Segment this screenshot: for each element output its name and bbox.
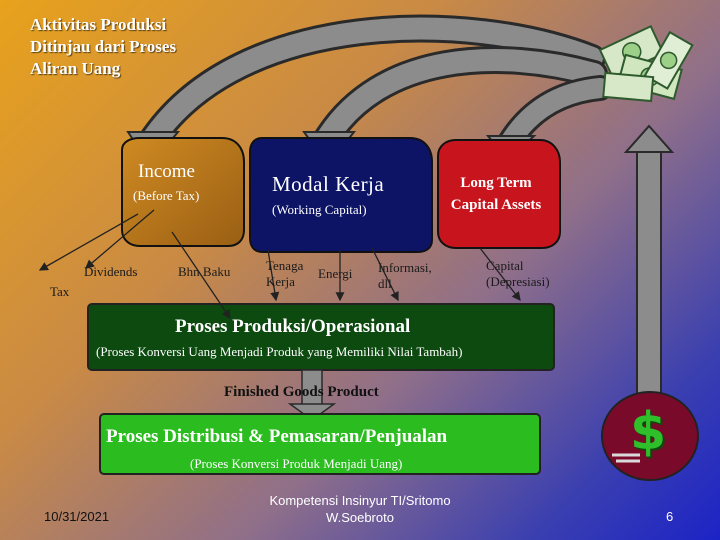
arrow-bhn-baku	[171, 231, 231, 320]
tenaga-kerja-label: Tenaga Kerja	[266, 258, 303, 290]
page-number: 6	[666, 509, 674, 524]
footer-author-line: Kompetensi Insinyur TI/Sritomo	[269, 493, 451, 508]
distribution-title: Proses Distribusi & Pemasaran/Penjualan	[106, 426, 448, 447]
long-term-line: Long Term	[460, 175, 532, 191]
capital-line: (Depresiasi)	[486, 274, 550, 289]
title-line: Ditinjau dari Proses	[30, 37, 177, 56]
arrow-tenaga-kerja	[267, 249, 280, 302]
modal-kerja-sublabel: (Working Capital)	[272, 202, 367, 217]
long-term-line: Capital Assets	[450, 197, 542, 213]
upward-arrow	[623, 124, 675, 399]
footer-date: 10/31/2021	[44, 509, 110, 524]
modal-kerja-box	[249, 137, 433, 253]
energi-label: Energi	[318, 266, 353, 281]
distribution-box	[99, 413, 541, 475]
footer-author: Kompetensi Insinyur TI/Sritomo W.Soebrot…	[250, 492, 470, 526]
dollar-sign-icon: $	[630, 402, 667, 462]
arrow-informasi	[371, 247, 399, 302]
title-line: Aliran Uang	[30, 59, 121, 78]
page-title: Aktivitas Produksi Ditinjau dari Proses …	[30, 14, 230, 80]
footer-author-line: W.Soebroto	[326, 510, 394, 525]
arrow-dividends	[85, 209, 155, 269]
tax-label: Tax	[50, 284, 70, 299]
informasi-label: Informasi, dll	[378, 260, 432, 292]
arrow-capital	[479, 247, 521, 302]
bhn-baku-label: Bhn Baku	[178, 264, 231, 279]
income-sublabel: (Before Tax)	[133, 188, 200, 203]
capital-label: Capital (Depresiasi)	[486, 258, 550, 290]
arrow-tax	[38, 213, 139, 271]
tenaga-kerja-line: Tenaga	[266, 258, 304, 273]
distribution-subtitle: (Proses Konversi Produk Menjadi Uang)	[190, 456, 403, 471]
dollar-circle	[601, 391, 699, 481]
capital-line: Capital	[486, 258, 524, 273]
long-term-label: Long Term Capital Assets	[440, 172, 552, 216]
finished-goods-arrow	[287, 369, 337, 421]
dividends-label: Dividends	[84, 264, 138, 279]
long-term-box	[437, 139, 561, 249]
title-line: Aktivitas Produksi	[30, 15, 167, 34]
finished-goods-label: Finished Goods Product	[224, 384, 379, 400]
informasi-line: Informasi,	[378, 260, 432, 275]
money-bills-icon	[598, 24, 694, 103]
income-box	[121, 137, 245, 247]
modal-kerja-label: Modal Kerja	[272, 172, 385, 196]
production-title: Proses Produksi/Operasional	[175, 316, 411, 337]
income-label: Income	[138, 161, 195, 182]
production-subtitle: (Proses Konversi Uang Menjadi Produk yan…	[96, 344, 463, 359]
tenaga-kerja-line: Kerja	[266, 274, 295, 289]
informasi-line: dll	[378, 276, 392, 291]
